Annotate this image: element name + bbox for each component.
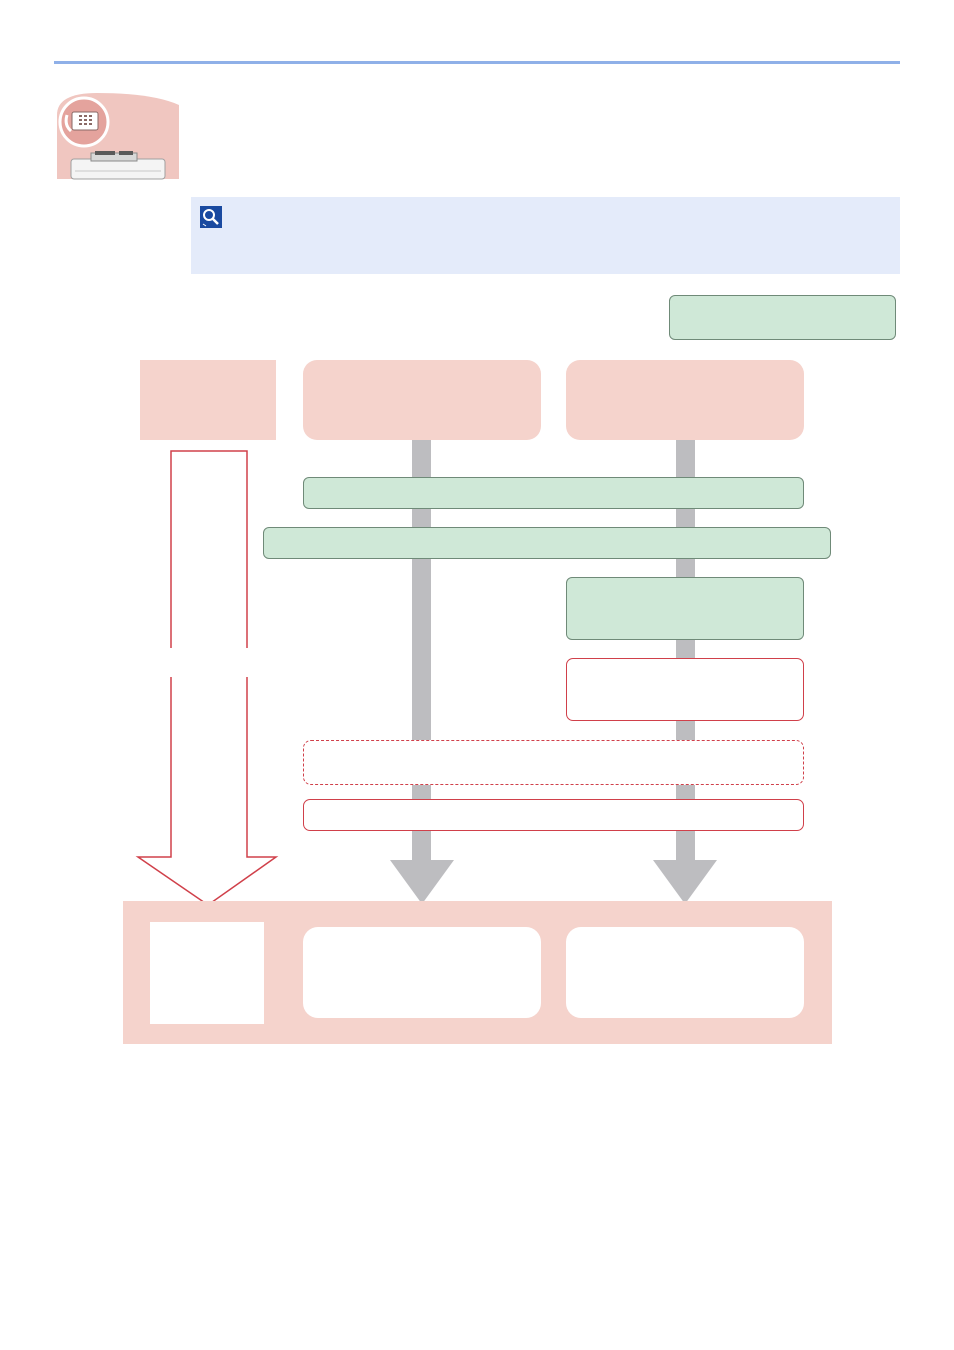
column-header-middle [303, 360, 541, 440]
optional-step-right [566, 658, 804, 721]
step-bar-1 [303, 477, 804, 509]
header-rule [54, 61, 900, 64]
arrowhead-middle [390, 860, 454, 904]
step-box-right [566, 577, 804, 640]
optional-step-dashed [303, 740, 804, 785]
hollow-arrow-left [170, 450, 248, 648]
column-header-left [140, 360, 276, 440]
step-bar-red [303, 799, 804, 831]
hollow-arrow-left-lower [135, 677, 279, 906]
step-bar-2 [263, 527, 831, 559]
column-header-right [566, 360, 804, 440]
legend-box [669, 295, 896, 340]
result-box-left [150, 922, 264, 1024]
note-magnifier-icon [200, 206, 222, 228]
note-band [191, 197, 900, 274]
fax-machine-icon [57, 93, 179, 180]
result-box-middle [303, 927, 541, 1018]
arrowhead-right [653, 860, 717, 904]
result-box-right [566, 927, 804, 1018]
